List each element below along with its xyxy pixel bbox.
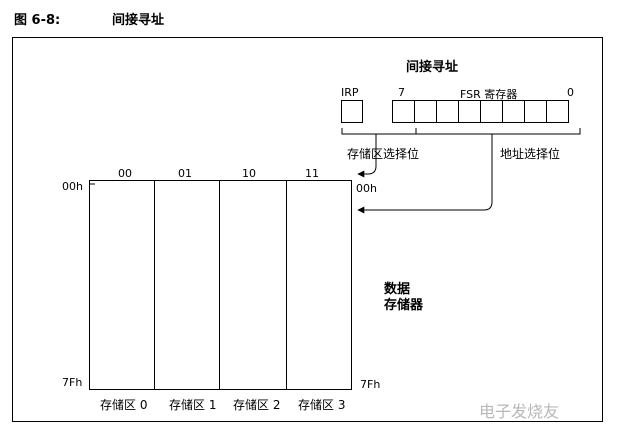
bank-select-bracket xyxy=(341,128,417,135)
bank-label-2: 存储区 2 xyxy=(233,398,281,412)
end-address-right: 7Fh xyxy=(360,378,381,391)
data-memory-label: 数据 xyxy=(384,282,411,297)
irp-bit-box xyxy=(341,100,363,123)
start-address-left: 00h xyxy=(62,180,83,193)
bank-label-3: 存储区 3 xyxy=(298,398,346,412)
address-select-arrow xyxy=(357,134,493,214)
figure-number: 图 6-8: xyxy=(14,13,61,28)
bank-select-label: 存储区选择位 xyxy=(347,147,420,161)
fsr-register-label: FSR 寄存器 xyxy=(460,88,518,101)
diagram-heading: 间接寻址 xyxy=(406,60,459,75)
figure-title: 间接寻址 xyxy=(112,13,165,28)
fsr-bit-cell xyxy=(546,100,569,123)
address-select-label: 地址选择位 xyxy=(500,147,561,161)
end-address-left: 7Fh xyxy=(62,376,83,389)
watermark-logo: 电子发烧友 xyxy=(479,402,560,421)
fsr-bit-0-label: 0 xyxy=(567,86,574,99)
memory-bank-3 xyxy=(286,180,352,390)
data-memory-label: 存储器 xyxy=(384,298,424,313)
start-address-right: 00h xyxy=(356,182,377,195)
bank-label-0: 存储区 0 xyxy=(100,398,148,412)
bank-code-10: 10 xyxy=(242,167,256,180)
bank-code-11: 11 xyxy=(305,167,319,180)
bank-code-00: 00 xyxy=(118,167,132,180)
fsr-bit-7-label: 7 xyxy=(398,86,405,99)
memory-bank-2 xyxy=(219,180,287,390)
memory-bank-0 xyxy=(89,180,155,390)
diagram-frame xyxy=(12,37,603,422)
address-select-bracket xyxy=(415,128,581,135)
memory-bank-1 xyxy=(154,180,220,390)
irp-label: IRP xyxy=(341,86,359,99)
bank-select-arrow xyxy=(357,134,377,178)
bank-label-1: 存储区 1 xyxy=(169,398,217,412)
bank-code-01: 01 xyxy=(178,167,192,180)
